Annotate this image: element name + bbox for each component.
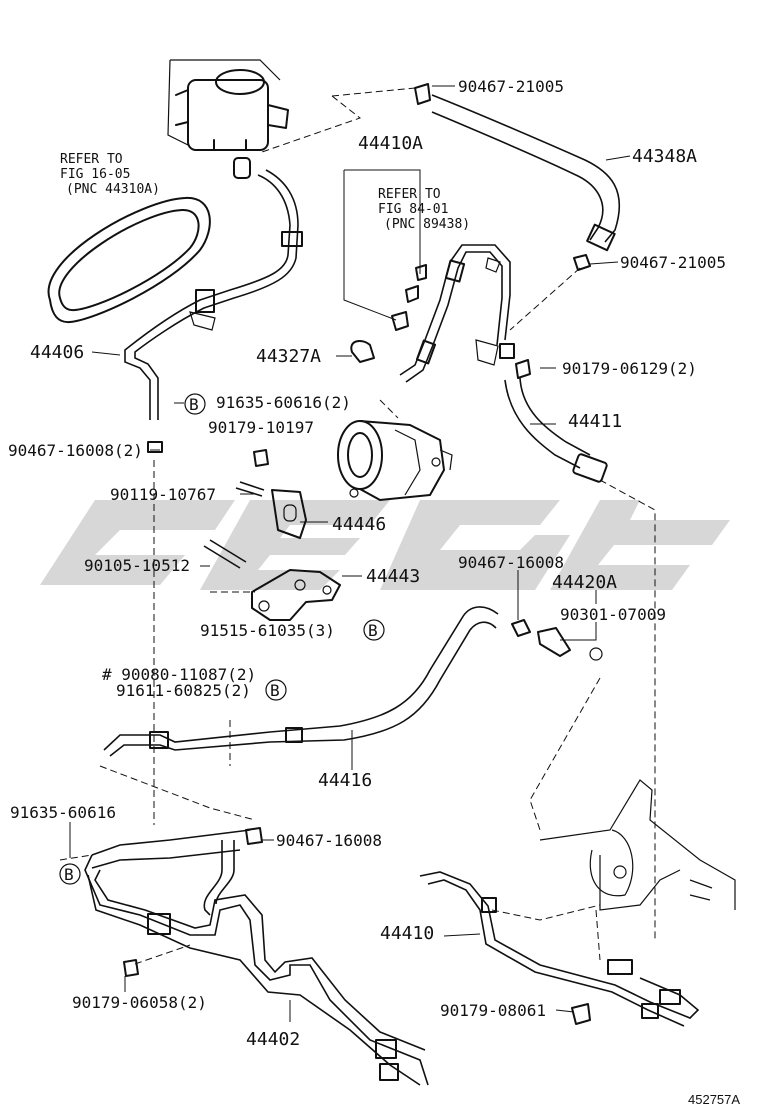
label-90179-06129: 90179-06129(2) [562, 359, 697, 378]
label-44402: 44402 [246, 1029, 300, 1050]
part-labels: 90467-21005 44348A 44410A 90467-21005 44… [8, 77, 740, 1107]
label-44416: 44416 [318, 770, 372, 791]
circle-b-3-text: B [270, 681, 280, 700]
label-44327A: 44327A [256, 346, 321, 367]
label-90467-21005-mid: 90467-21005 [620, 253, 726, 272]
circle-b-2 [363, 619, 385, 641]
pressure-pipe-44410 [419, 871, 700, 1027]
label-90301-07009: 90301-07009 [560, 605, 666, 624]
circle-b-2-text: B [368, 621, 378, 640]
label-90179-08061: 90179-08061 [440, 1001, 546, 1020]
label-90467-16008-2: 90467-16008(2) [8, 441, 143, 460]
ref-valve-line1: REFER TO [378, 187, 441, 202]
cooler-pipe-44402 [84, 829, 429, 1086]
circle-b-4 [59, 863, 81, 885]
label-44410A: 44410A [358, 133, 423, 154]
leader-lines [69, 85, 631, 1022]
hose-44348A [414, 83, 621, 271]
ref-belt-line3: (PNC 44310A) [66, 182, 160, 197]
label-44410: 44410 [380, 923, 434, 944]
hose-44406 [124, 169, 303, 453]
label-44443: 44443 [366, 566, 420, 587]
dashed-connections [59, 87, 656, 965]
drive-belt [47, 196, 211, 324]
ref-belt-line1: REFER TO [60, 152, 123, 167]
label-90119-10767: 90119-10767 [110, 485, 216, 504]
ref-valve-line3: (PNC 89438) [384, 217, 470, 232]
label-90105-10512: 90105-10512 [84, 556, 190, 575]
label-44348A: 44348A [632, 146, 697, 167]
label-90179-10197: 90179-10197 [208, 418, 314, 437]
ref-valve-line2: FIG 84-01 [378, 202, 448, 217]
reservoir-tank [167, 59, 289, 179]
bracket-44446 [203, 449, 307, 569]
label-90467-16008-mid: 90467-16008 [458, 553, 564, 572]
label-44411: 44411 [568, 411, 622, 432]
circle-b-1-text: B [189, 395, 199, 414]
label-90179-06058: 90179-06058(2) [72, 993, 207, 1012]
label-44446: 44446 [332, 514, 386, 535]
label-90467-21005-top: 90467-21005 [458, 77, 564, 96]
label-91635-60616: 91635-60616 [10, 803, 116, 822]
bracket-44443 [251, 569, 341, 621]
circle-b-1 [184, 393, 206, 415]
label-91611-60825: 91611-60825(2) [116, 681, 251, 700]
label-44420A: 44420A [552, 572, 617, 593]
circle-b-3 [265, 679, 287, 701]
label-91515-61035: 91515-61035(3) [200, 621, 335, 640]
return-hose-44411 [504, 359, 608, 483]
steering-gear-housing [539, 779, 736, 911]
power-steering-pump [337, 420, 453, 501]
label-90467-16008-low: 90467-16008 [276, 831, 382, 850]
figure-number: 452757A [688, 1092, 740, 1107]
circle-b-4-text: B [64, 865, 74, 884]
hose-44416 [103, 606, 603, 757]
label-90080-11087: # 90080-11087(2) [102, 665, 256, 684]
reference-note-valve: REFER TO FIG 84-01 (PNC 89438) [378, 187, 470, 232]
ref-belt-line2: FIG 16-05 [60, 167, 130, 182]
return-hose-segment [203, 827, 263, 916]
pressure-pipe-44410A [350, 244, 515, 383]
reference-note-belt: REFER TO FIG 16-05 (PNC 44310A) [60, 152, 160, 197]
watermark-logo: cfgt [40, 500, 730, 590]
label-44406: 44406 [30, 342, 84, 363]
label-91635-60616-2: 91635-60616(2) [216, 393, 351, 412]
